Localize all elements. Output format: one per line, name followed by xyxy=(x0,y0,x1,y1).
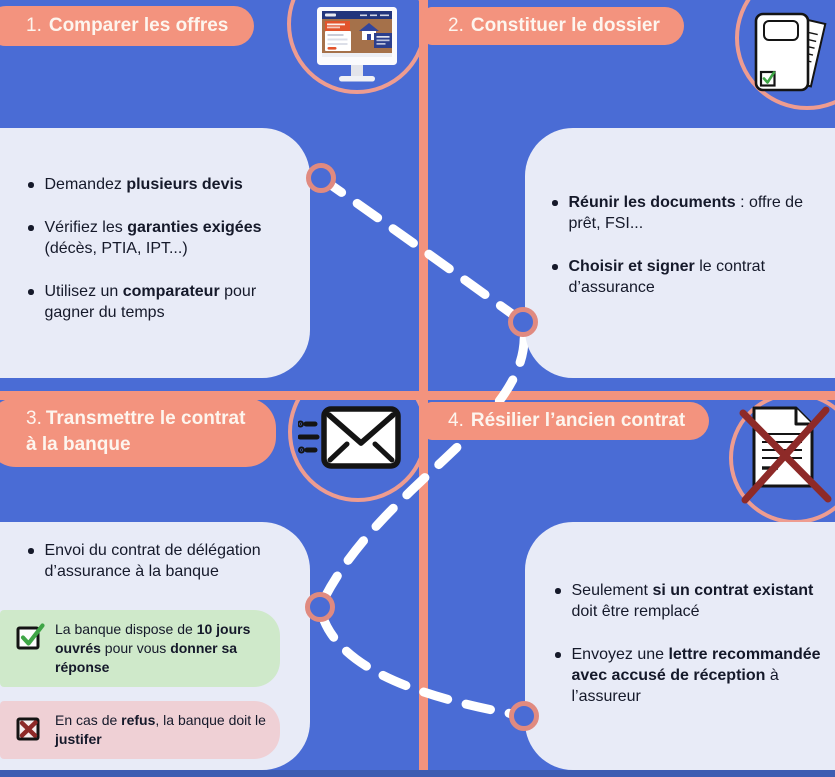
step-4-title: 4. Résilier l’ancien contrat xyxy=(424,402,710,440)
quadrant-step-1 xyxy=(0,0,419,391)
list-item: Utilisez un comparateur pour gagner du t… xyxy=(28,281,294,323)
bullet-dot-icon xyxy=(555,588,561,594)
list-item: Seulement si un contrat existant doit êt… xyxy=(555,580,825,622)
list-item: Demandez plusieurs devis xyxy=(28,174,294,195)
path-node-3 xyxy=(305,592,335,622)
divider-horizontal xyxy=(0,391,835,400)
step-3-title: 3.Transmettre le contrat à la banque xyxy=(0,398,276,467)
quadrant-step-4 xyxy=(428,400,835,777)
list-item: Choisir et signer le contrat d’assurance xyxy=(552,256,823,298)
path-node-2 xyxy=(508,307,538,337)
bullet-text: Envoi du contrat de délégation d’assuran… xyxy=(44,542,261,580)
bullet-dot-icon xyxy=(28,289,34,295)
cross-icon xyxy=(16,717,40,741)
step-number: 1. xyxy=(26,15,42,36)
divider-vertical xyxy=(419,0,428,777)
step-number: 4. xyxy=(448,410,464,431)
bullet-text: Utilisez un comparateur pour gagner du t… xyxy=(44,283,257,321)
cancelled-contract-icon xyxy=(739,406,832,504)
comparison-website-monitor-icon xyxy=(317,7,397,82)
documents-folder-check-icon xyxy=(754,12,827,92)
check-icon xyxy=(16,623,45,650)
bottom-bar xyxy=(0,770,835,777)
bullet-dot-icon xyxy=(552,264,558,270)
card-step-3: Envoi du contrat de délégation d’assuran… xyxy=(0,522,310,770)
list-item: Envoi du contrat de délégation d’assuran… xyxy=(0,540,310,582)
bullet-text: Envoyez une lettre recommandée avec accu… xyxy=(571,646,821,705)
card-step-2: Réunir les documents : offre de prêt, FS… xyxy=(525,128,835,378)
bullet-dot-icon xyxy=(28,182,34,188)
step-number: 2. xyxy=(448,15,464,36)
bullet-text: Demandez plusieurs devis xyxy=(44,176,243,193)
bullet-dot-icon xyxy=(555,652,561,658)
quadrant-step-3 xyxy=(0,400,419,777)
bullet-dot-icon xyxy=(552,200,558,206)
list-item: Vérifiez les garanties exigées (décès, P… xyxy=(28,217,294,259)
bullet-text: Choisir et signer le contrat d’assurance xyxy=(568,258,766,296)
bullet-text: Réunir les documents : offre de prêt, FS… xyxy=(568,194,803,232)
bullet-dot-icon xyxy=(28,548,34,554)
step-title-text: Transmettre le contrat à la banque xyxy=(26,408,246,455)
quadrant-step-2 xyxy=(428,0,835,391)
sending-envelope-icon xyxy=(298,406,401,469)
step-1-title: 1. Comparer les offres xyxy=(0,6,255,46)
step-title-text: Comparer les offres xyxy=(48,15,229,36)
callout-refusal: En cas de refus, la banque doit le justi… xyxy=(0,701,280,759)
bullet-dot-icon xyxy=(28,225,34,231)
list-item: Envoyez une lettre recommandée avec accu… xyxy=(555,644,825,707)
step-2-title: 2. Constituer le dossier xyxy=(424,7,684,45)
card-step-4: Seulement si un contrat existant doit êt… xyxy=(525,522,835,770)
path-node-1 xyxy=(306,163,336,193)
step-3-icon-ring xyxy=(288,400,419,502)
list-item: Réunir les documents : offre de prêt, FS… xyxy=(552,192,823,234)
callout-text: La banque dispose de 10 jours ouvrés pou… xyxy=(55,621,251,675)
step-title-text: Résilier l’ancien contrat xyxy=(470,410,686,431)
card-step-1: Demandez plusieurs devis Vérifiez les ga… xyxy=(0,128,310,378)
bullet-text: Seulement si un contrat existant doit êt… xyxy=(571,582,814,620)
step-number: 3. xyxy=(26,408,42,429)
callout-text: En cas de refus, la banque doit le justi… xyxy=(55,712,266,747)
callout-bank-response: La banque dispose de 10 jours ouvrés pou… xyxy=(0,610,280,687)
path-node-4 xyxy=(509,701,539,731)
step-title-text: Constituer le dossier xyxy=(470,15,660,36)
bullet-text: Vérifiez les garanties exigées (décès, P… xyxy=(44,219,262,257)
